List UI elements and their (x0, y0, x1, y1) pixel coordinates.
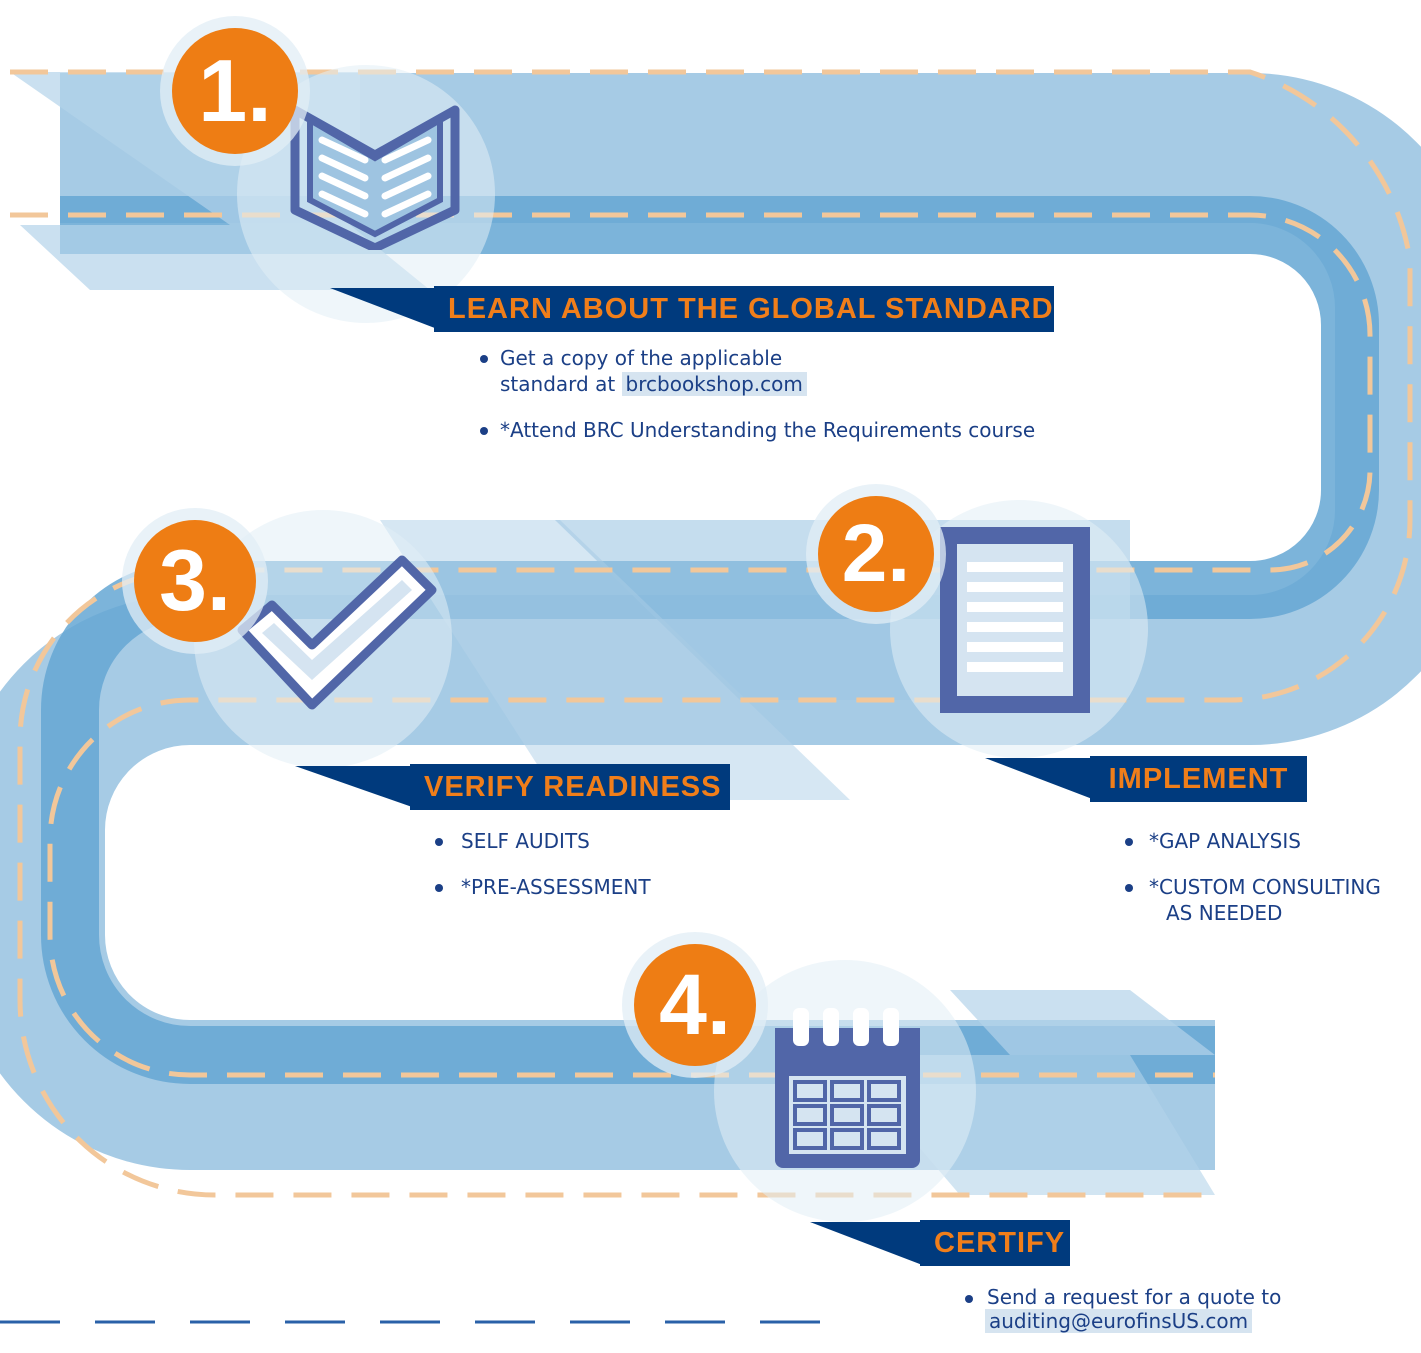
bullet-dot (480, 427, 488, 435)
step2-ribbon-tail (985, 758, 1095, 800)
brcbookshop-link[interactable]: brcbookshop.com (621, 372, 807, 396)
list-item: *PRE-ASSESSMENT (435, 874, 651, 900)
bullet-text: *GAP ANALYSIS (1149, 829, 1301, 853)
auditing-email-link[interactable]: auditing@eurofinsUS.com (985, 1309, 1253, 1333)
step4-number-badge: 4. (634, 944, 756, 1066)
step1-bullets: Get a copy of the applicable standard at… (480, 345, 1035, 463)
open-book-icon (290, 105, 460, 250)
list-item: Send a request for a quote to auditing@e… (965, 1285, 1281, 1333)
step3-ribbon-tail (295, 766, 415, 808)
bullet-text: Get a copy of the applicable (500, 346, 783, 370)
bullet-text: Send a request for a quote to (987, 1285, 1282, 1309)
step2-bullets: *GAP ANALYSIS *CUSTOM CONSULTING AS NEED… (1125, 828, 1381, 946)
step3-number-badge: 3. (134, 520, 256, 642)
bullet-dot (435, 884, 443, 892)
fold-3 (380, 520, 850, 800)
step3-bullets: SELF AUDITS *PRE-ASSESSMENT (435, 828, 651, 920)
list-item: SELF AUDITS (435, 828, 651, 854)
bullet-dot (480, 355, 488, 363)
bullet-text: *PRE-ASSESSMENT (461, 875, 651, 899)
step2-title: IMPLEMENT (1090, 756, 1307, 802)
document-icon (940, 527, 1090, 713)
bullet-text: SELF AUDITS (461, 829, 590, 853)
bullet-text-line2: standard at brcbookshop.com (500, 371, 1035, 397)
bullet-dot (1125, 838, 1133, 846)
bullet-dot (435, 838, 443, 846)
bullet-text: *CUSTOM CONSULTING (1149, 875, 1381, 899)
bullet-text-line2: auditing@eurofinsUS.com (985, 1309, 1281, 1333)
bullet-dot (965, 1295, 973, 1303)
list-item: *Attend BRC Understanding the Requiremen… (480, 417, 1035, 443)
bullet-text-part: standard at (500, 372, 622, 396)
step2-number-badge: 2. (818, 496, 934, 612)
bullet-text: *Attend BRC Understanding the Requiremen… (500, 418, 1036, 442)
checkmark-icon (237, 555, 437, 710)
step1-number-badge: 1. (172, 28, 298, 154)
calendar-icon (775, 1008, 920, 1168)
fold-5 (950, 990, 1215, 1055)
list-item: Get a copy of the applicable standard at… (480, 345, 1035, 397)
list-item: *CUSTOM CONSULTING AS NEEDED (1125, 874, 1381, 926)
road-dash-outer (10, 69, 1413, 1078)
step1-ribbon-tail (330, 288, 440, 330)
list-item: *GAP ANALYSIS (1125, 828, 1381, 854)
step1-title: LEARN ABOUT THE GLOBAL STANDARD (434, 286, 1054, 332)
bullet-text-line2: AS NEEDED (1166, 901, 1283, 925)
step4-title: CERTIFY (920, 1220, 1070, 1266)
step3-title: VERIFY READINESS (410, 764, 730, 810)
bullet-dot (1125, 884, 1133, 892)
step4-ribbon-tail (810, 1222, 925, 1266)
step4-bullets: Send a request for a quote to auditing@e… (965, 1285, 1281, 1353)
